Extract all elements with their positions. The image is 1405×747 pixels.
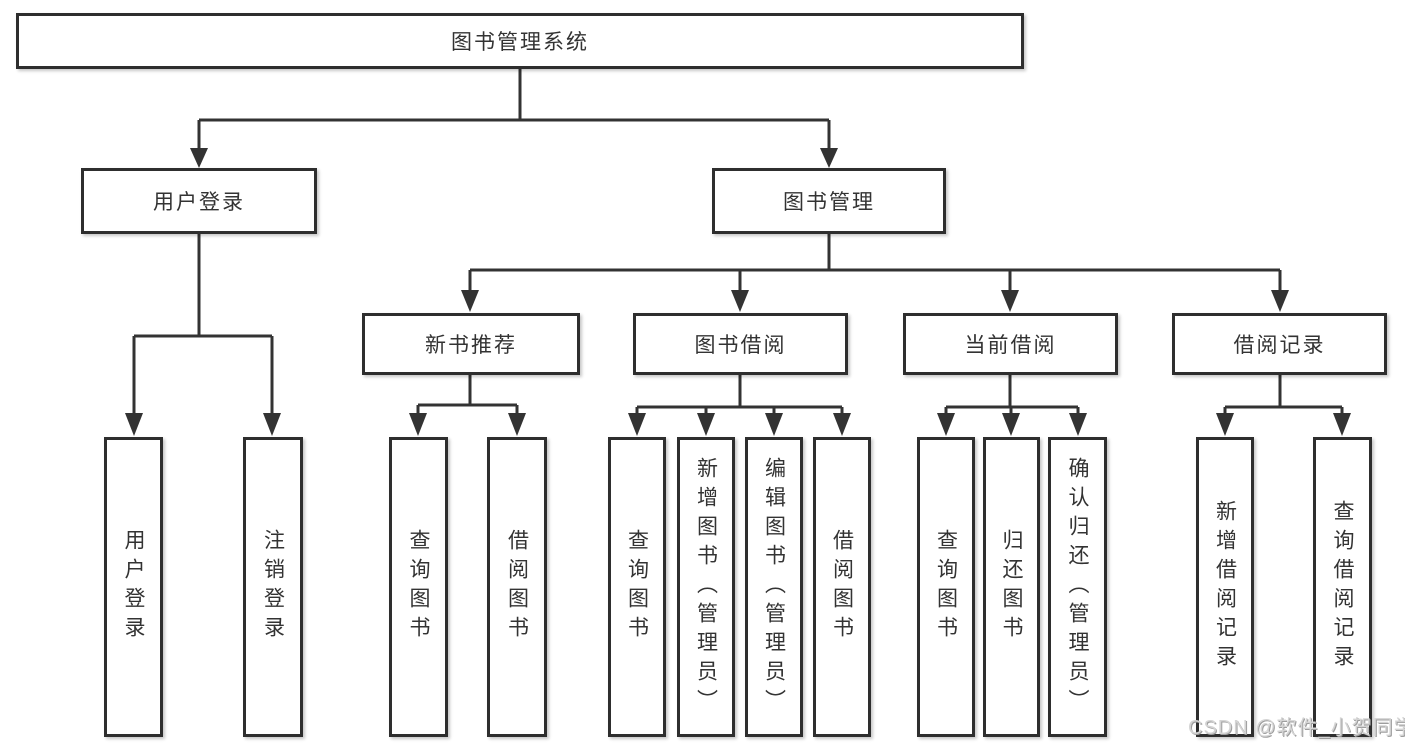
leaf-edit-book-admin-label: 编辑图书（管理员） (762, 456, 786, 718)
leaf-confirm-return-admin: 确认归还（管理员） (1048, 437, 1107, 737)
leaf-logout: 注销登录 (243, 437, 303, 737)
arrowhead-icon (409, 413, 427, 436)
leaf-query-books-recommend-label: 查询图书 (407, 529, 430, 645)
root-node-label: 图书管理系统 (451, 31, 589, 54)
leaf-logout-label: 注销登录 (261, 529, 285, 645)
leaf-confirm-return-admin-label: 确认归还（管理员） (1066, 456, 1089, 718)
connector-user-to-leaves (125, 234, 281, 436)
leaf-add-book-admin-label: 新增图书（管理员） (694, 456, 718, 718)
leaf-query-books-borrowing-label: 查询图书 (625, 529, 649, 645)
node-current-borrowing-label: 当前借阅 (964, 334, 1057, 357)
node-book-borrowing: 图书借阅 (633, 313, 848, 375)
connector-current-to-leaves (937, 374, 1087, 436)
leaf-add-book-admin: 新增图书（管理员） (677, 437, 735, 737)
node-book-management-label: 图书管理 (783, 191, 875, 214)
arrowhead-icon (628, 413, 646, 436)
leaf-borrow-books: 借阅图书 (813, 437, 871, 737)
node-borrow-records: 借阅记录 (1172, 313, 1387, 375)
arrowhead-icon (731, 290, 749, 312)
node-user-login: 用户登录 (81, 168, 317, 234)
node-current-borrowing: 当前借阅 (903, 313, 1118, 375)
node-book-management: 图书管理 (712, 168, 946, 234)
node-borrow-records-label: 借阅记录 (1233, 334, 1326, 357)
node-book-borrowing-label: 图书借阅 (694, 334, 787, 357)
arrowhead-icon (1001, 290, 1019, 312)
arrowhead-icon (1333, 413, 1351, 436)
arrowhead-icon (508, 413, 526, 436)
arrowhead-icon (820, 148, 838, 168)
arrowhead-icon (1069, 413, 1087, 436)
node-new-book-recommend-label: 新书推荐 (425, 334, 517, 357)
node-user-login-label: 用户登录 (153, 191, 245, 214)
arrowhead-icon (1002, 413, 1020, 436)
leaf-query-borrow-record-label: 查询借阅记录 (1331, 500, 1354, 674)
leaf-user-login: 用户登录 (104, 437, 163, 737)
leaf-return-book: 归还图书 (983, 437, 1040, 737)
arrowhead-icon (697, 413, 715, 436)
leaf-query-books-current-label: 查询图书 (934, 529, 958, 645)
connector-root-to-level2 (190, 69, 838, 168)
leaf-query-books-current: 查询图书 (917, 437, 975, 737)
arrowhead-icon (1216, 413, 1234, 436)
leaf-user-login-label: 用户登录 (122, 529, 145, 645)
node-new-book-recommend: 新书推荐 (362, 313, 580, 375)
csdn-watermark: CSDN @软件_小贺同学 (1188, 717, 1405, 739)
connector-borrow-to-leaves (628, 374, 851, 436)
leaf-return-book-label: 归还图书 (1000, 529, 1023, 645)
leaf-query-books-recommend: 查询图书 (389, 437, 448, 737)
leaf-add-borrow-record-label: 新增借阅记录 (1213, 500, 1237, 674)
arrowhead-icon (765, 413, 783, 436)
arrowhead-icon (461, 290, 479, 312)
arrowhead-icon (263, 413, 281, 436)
arrowhead-icon (190, 148, 208, 168)
root-node: 图书管理系统 (16, 13, 1024, 69)
leaf-edit-book-admin: 编辑图书（管理员） (745, 437, 803, 737)
arrowhead-icon (125, 413, 143, 436)
arrowhead-icon (937, 413, 955, 436)
leaf-add-borrow-record: 新增借阅记录 (1196, 437, 1254, 737)
leaf-query-borrow-record: 查询借阅记录 (1313, 437, 1372, 737)
connector-newbook-to-leaves (409, 374, 526, 436)
connector-records-to-leaves (1216, 374, 1351, 436)
arrowhead-icon (833, 413, 851, 436)
connector-book-to-groups (461, 234, 1289, 312)
leaf-borrow-books-recommend-label: 借阅图书 (505, 529, 529, 645)
leaf-query-books-borrowing: 查询图书 (608, 437, 666, 737)
leaf-borrow-books-label: 借阅图书 (830, 529, 854, 645)
leaf-borrow-books-recommend: 借阅图书 (487, 437, 547, 737)
arrowhead-icon (1271, 290, 1289, 312)
